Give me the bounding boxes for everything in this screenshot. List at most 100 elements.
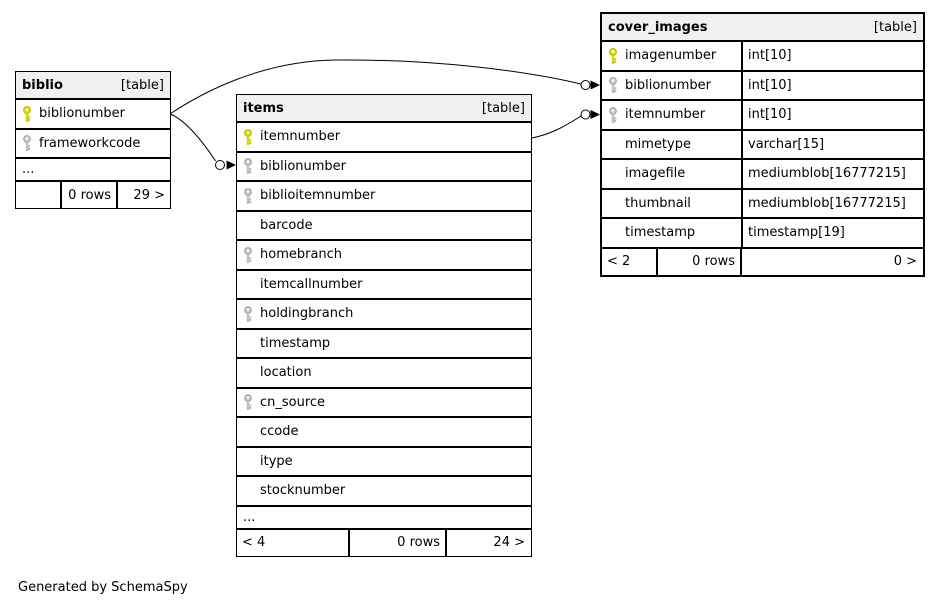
footer-parents xyxy=(16,182,62,208)
column-row-stocknumber[interactable]: stocknumber xyxy=(237,477,531,507)
table-header: items [table] xyxy=(237,95,531,123)
ellipsis-label: ... xyxy=(243,509,256,525)
column-name: location xyxy=(260,365,312,381)
column-name: itemcallnumber xyxy=(260,276,363,292)
table-items[interactable]: items [table] itemnumber biblionumber bibl… xyxy=(236,94,532,557)
index-key-icon xyxy=(242,187,255,204)
column-name: imagefile xyxy=(625,166,686,182)
table-header: cover_images [table] xyxy=(602,14,923,42)
column-name: biblionumber xyxy=(260,158,347,174)
footer-parents: < 2 xyxy=(602,248,658,275)
table-header: biblio [table] xyxy=(16,72,170,100)
footer-row-count: 0 rows xyxy=(658,248,742,275)
column-row-frameworkcode[interactable]: frameworkcode xyxy=(16,129,170,159)
column-name-cell: timestamp xyxy=(602,219,743,247)
column-row-biblionumber[interactable]: biblionumber int[10] xyxy=(602,71,923,101)
column-row-itemcallnumber[interactable]: itemcallnumber xyxy=(237,270,531,300)
index-key-icon xyxy=(607,106,620,123)
column-name: biblionumber xyxy=(39,106,126,122)
column-name: homebranch xyxy=(260,247,343,263)
column-name-cell: imagenumber xyxy=(602,42,743,70)
column-name-cell: mimetype xyxy=(602,130,743,158)
primary-key-icon xyxy=(21,105,34,122)
primary-key-icon xyxy=(242,128,255,145)
column-name-cell: thumbnail xyxy=(602,189,743,217)
index-key-icon xyxy=(242,246,255,263)
footer-children: 24 > xyxy=(493,535,525,550)
table-columns: itemnumber biblionumber biblioitemnumber ba… xyxy=(237,123,531,530)
column-row-timestamp[interactable]: timestamp xyxy=(237,329,531,359)
column-row-imagefile[interactable]: imagefile mediumblob[16777215] xyxy=(602,160,923,190)
column-type: timestamp[19] xyxy=(748,225,845,241)
column-row-imagenumber[interactable]: imagenumber int[10] xyxy=(602,42,923,72)
column-name: itype xyxy=(260,453,293,469)
column-name: itemnumber xyxy=(625,107,706,123)
index-key-icon xyxy=(242,394,255,411)
column-name: imagenumber xyxy=(625,48,717,64)
footer-row-count: 0 rows xyxy=(350,529,447,556)
column-row-itype[interactable]: itype xyxy=(237,447,531,477)
column-type: varchar[15] xyxy=(748,136,825,152)
column-row-itemnumber[interactable]: itemnumber xyxy=(237,123,531,153)
table-footer: 0 rows 29 > xyxy=(16,182,170,208)
column-row-biblionumber[interactable]: biblionumber xyxy=(16,100,170,130)
column-row-biblionumber[interactable]: biblionumber xyxy=(237,152,531,182)
column-row-timestamp[interactable]: timestamp timestamp[19] xyxy=(602,219,923,249)
table-type-label: [table] xyxy=(481,100,525,116)
primary-key-icon xyxy=(607,47,620,64)
column-row-ellipsis[interactable]: ... xyxy=(237,506,531,530)
table-biblio[interactable]: biblio [table] biblionumber frameworkcode… xyxy=(15,71,171,209)
column-name: frameworkcode xyxy=(39,135,141,151)
column-name-cell: itemnumber xyxy=(602,101,743,129)
column-row-itemnumber[interactable]: itemnumber int[10] xyxy=(602,101,923,131)
index-key-icon xyxy=(21,135,34,152)
column-row-ccode[interactable]: ccode xyxy=(237,418,531,448)
ellipsis-label: ... xyxy=(22,162,35,177)
footer-row-count: 0 rows xyxy=(62,182,118,208)
index-key-icon xyxy=(242,305,255,322)
column-name: timestamp xyxy=(625,225,696,241)
column-type: mediumblob[16777215] xyxy=(748,195,906,211)
column-row-location[interactable]: location xyxy=(237,359,531,389)
table-type-label: [table] xyxy=(873,19,917,35)
column-type: int[10] xyxy=(748,77,792,93)
column-name: itemnumber xyxy=(260,129,341,145)
column-name: barcode xyxy=(260,217,313,233)
column-row-holdingbranch[interactable]: holdingbranch xyxy=(237,300,531,330)
generated-by-note: Generated by SchemaSpy xyxy=(18,580,188,595)
column-name: mimetype xyxy=(625,136,691,152)
column-name-cell: biblionumber xyxy=(602,71,743,99)
column-name-cell: imagefile xyxy=(602,160,743,188)
table-name[interactable]: cover_images xyxy=(608,19,708,35)
column-name: timestamp xyxy=(260,335,331,351)
column-row-thumbnail[interactable]: thumbnail mediumblob[16777215] xyxy=(602,189,923,219)
table-footer: < 4 0 rows 24 > xyxy=(237,529,531,556)
column-name: biblioitemnumber xyxy=(260,188,376,204)
footer-children: 29 > xyxy=(133,187,165,203)
column-type: int[10] xyxy=(748,48,792,64)
column-name: thumbnail xyxy=(625,195,691,211)
column-row-biblioitemnumber[interactable]: biblioitemnumber xyxy=(237,182,531,212)
column-row-mimetype[interactable]: mimetype varchar[15] xyxy=(602,130,923,160)
column-name: holdingbranch xyxy=(260,306,354,322)
column-row-barcode[interactable]: barcode xyxy=(237,211,531,241)
column-row-homebranch[interactable]: homebranch xyxy=(237,241,531,271)
column-row-ellipsis[interactable]: ... xyxy=(16,159,170,182)
column-name: cn_source xyxy=(260,394,326,410)
relationship-items-coverimages xyxy=(531,109,600,139)
column-name: stocknumber xyxy=(260,483,346,499)
table-name[interactable]: biblio xyxy=(22,77,63,93)
column-type: int[10] xyxy=(748,107,792,123)
relationship-biblio-items xyxy=(169,113,236,170)
table-name[interactable]: items xyxy=(243,100,284,116)
table-footer: < 2 0 rows 0 > xyxy=(602,248,923,275)
column-row-cn_source[interactable]: cn_source xyxy=(237,388,531,418)
index-key-icon xyxy=(607,77,620,94)
table-columns: biblionumber frameworkcode... xyxy=(16,100,170,182)
column-type: mediumblob[16777215] xyxy=(748,166,906,182)
footer-parents: < 4 xyxy=(237,529,350,556)
column-name: biblionumber xyxy=(625,77,712,93)
